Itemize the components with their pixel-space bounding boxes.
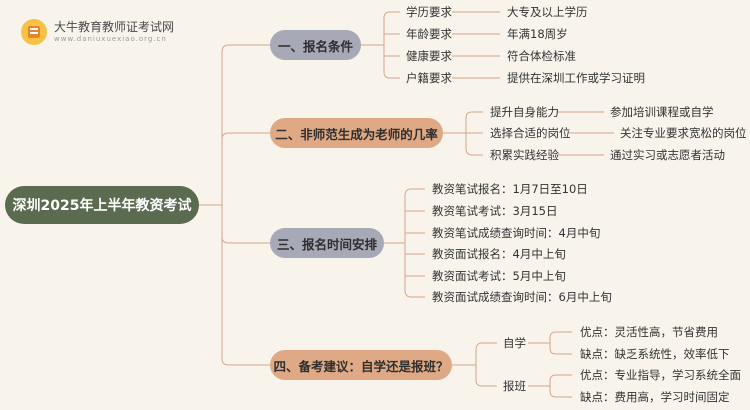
- schedule-item: 教资笔试成绩查询时间：4月中旬: [432, 226, 601, 240]
- condition-label: 户籍要求: [406, 71, 452, 85]
- study-mode-label: 报班: [503, 379, 526, 393]
- strategy-label: 选择合适的岗位: [490, 126, 571, 140]
- strategy-value: 参加培训课程或自学: [610, 105, 714, 119]
- condition-label: 学历要求: [406, 5, 452, 19]
- section-3-node: 三、报名时间安排: [270, 228, 384, 258]
- pros-cons-item: 优点：专业指导，学习系统全面: [580, 368, 741, 382]
- book-logo-icon: [21, 19, 47, 45]
- root-node: 深圳2025年上半年教资考试: [5, 186, 199, 224]
- schedule-item: 教资面试成绩查询时间：6月中上旬: [432, 290, 612, 304]
- site-logo: 大牛教育教师证考试网 www.daniuxuexiao.org.cn: [20, 16, 210, 48]
- pros-cons-item: 优点：灵活性高，节省费用: [580, 325, 718, 339]
- condition-value: 符合体检标准: [507, 49, 576, 63]
- schedule-item: 教资笔试报名：1月7日至10日: [432, 182, 588, 196]
- condition-value: 大专及以上学历: [507, 5, 588, 19]
- condition-label: 年龄要求: [406, 27, 452, 41]
- strategy-value: 通过实习或志愿者活动: [610, 148, 725, 162]
- strategy-value: 关注专业要求宽松的岗位: [620, 126, 747, 140]
- schedule-item: 教资面试考试：5月中上旬: [432, 269, 566, 283]
- strategy-label: 积累实践经验: [490, 148, 559, 162]
- pros-cons-item: 缺点：费用高，学习时间固定: [580, 390, 730, 404]
- condition-value: 年满18周岁: [507, 27, 568, 41]
- section-4-node: 四、备考建议：自学还是报班？: [270, 350, 452, 380]
- section-2-node: 二、非师范生成为老师的几率: [270, 118, 443, 148]
- pros-cons-item: 缺点：缺乏系统性，效率低下: [580, 347, 730, 361]
- section-1-node: 一、报名条件: [270, 30, 361, 60]
- condition-label: 健康要求: [406, 49, 452, 63]
- schedule-item: 教资笔试考试：3月15日: [432, 204, 558, 218]
- schedule-item: 教资面试报名：4月中上旬: [432, 247, 566, 261]
- strategy-label: 提升自身能力: [490, 105, 559, 119]
- logo-name: 大牛教育教师证考试网: [54, 20, 175, 34]
- condition-value: 提供在深圳工作或学习证明: [507, 71, 645, 85]
- logo-url: www.daniuxuexiao.org.cn: [54, 35, 167, 43]
- study-mode-label: 自学: [503, 336, 526, 350]
